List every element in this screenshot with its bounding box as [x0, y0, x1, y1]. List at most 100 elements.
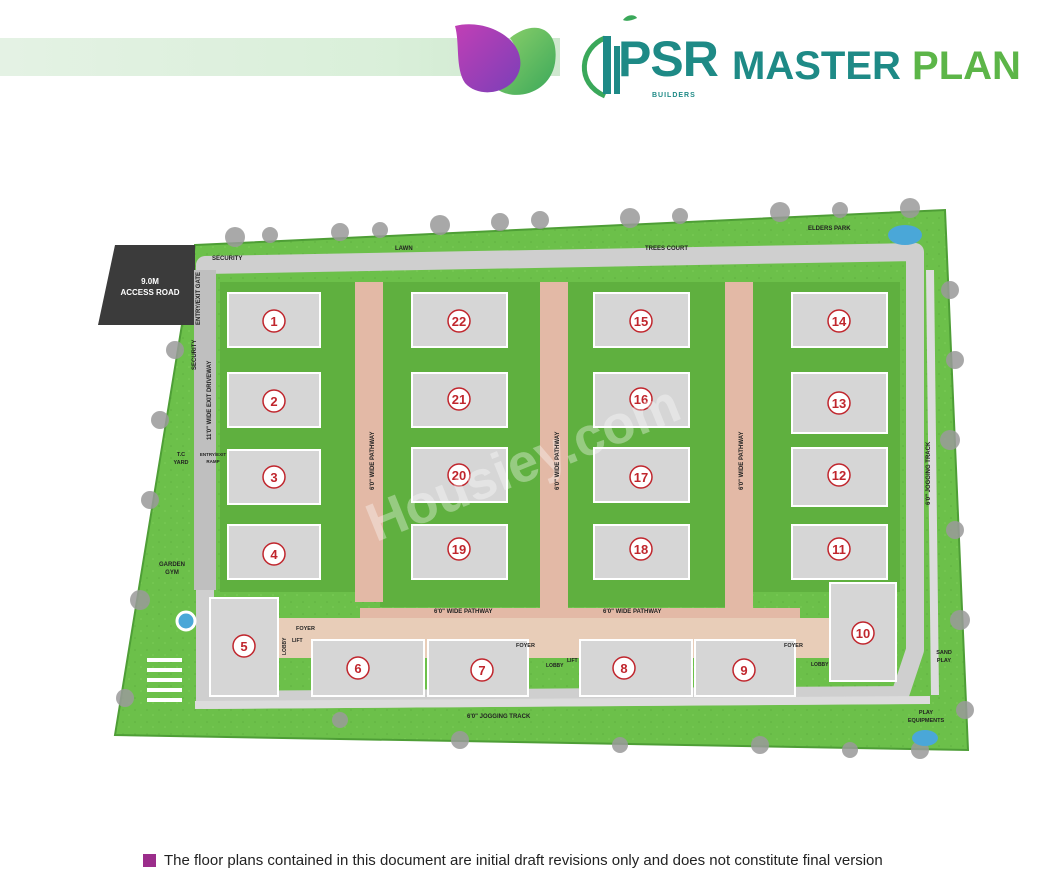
jogging-track-bottom [194, 696, 931, 709]
block-number-12: 12 [827, 463, 851, 487]
block-number-7: 7 [470, 658, 494, 682]
lobby-label-3: LOBBY [811, 662, 829, 668]
lobby-label-1: LOBBY [282, 637, 288, 655]
block-number-2: 2 [262, 389, 286, 413]
jogging-track-right-label: 6'0" JOGGING TRACK [926, 441, 932, 505]
garden-gym-label-1: GARDEN [159, 562, 185, 568]
block-numbers: 1 2 3 4 5 6 7 8 9 10 11 12 13 14 15 16 1… [232, 309, 875, 682]
svg-text:16: 16 [634, 392, 648, 407]
svg-text:4: 4 [270, 547, 278, 562]
access-road-label-1: 9.0M [141, 277, 159, 286]
disclaimer-text: The floor plans contained in this docume… [164, 852, 883, 869]
block-number-4: 4 [262, 542, 286, 566]
block-number-1: 1 [262, 309, 286, 333]
play-area-pool [912, 730, 938, 746]
pathway-vertical-1 [355, 282, 383, 602]
page-title: MASTER PLAN [732, 44, 1021, 89]
lobby-label-2: LOBBY [546, 663, 564, 669]
block-number-3: 3 [262, 465, 286, 489]
block-number-22: 22 [447, 309, 471, 333]
block-number-18: 18 [629, 537, 653, 561]
title-word-plan: PLAN [912, 44, 1021, 88]
svg-text:8: 8 [620, 661, 627, 676]
lift-label-2: LIFT [567, 658, 578, 664]
jogging-track-right [926, 269, 939, 696]
tc-yard-label-1: T.C [177, 452, 185, 458]
svg-text:6: 6 [354, 661, 361, 676]
block-number-21: 21 [447, 387, 471, 411]
svg-text:19: 19 [452, 542, 466, 557]
block-number-5: 5 [232, 634, 256, 658]
play-equipments-label-2: EQUIPMENTS [908, 718, 945, 724]
title-word-master: MASTER [732, 44, 901, 88]
brand-name: PSR [618, 31, 719, 87]
block-number-9: 9 [732, 658, 756, 682]
lift-label-1: LIFT [292, 638, 303, 644]
svg-text:18: 18 [634, 542, 648, 557]
block-number-13: 13 [827, 391, 851, 415]
block-number-16: 16 [629, 387, 653, 411]
sand-play-label-1: SAND [936, 650, 952, 656]
elders-park-pond [888, 225, 922, 245]
block-number-6: 6 [346, 656, 370, 680]
block-8 [579, 639, 693, 697]
master-plan-map: 9.0M ACCESS ROAD 1 2 3 4 5 6 [98, 198, 974, 759]
pathway-vertical-3 [725, 282, 753, 612]
block-14 [791, 292, 888, 348]
svg-text:10: 10 [856, 626, 870, 641]
svg-text:15: 15 [634, 314, 648, 329]
pathway-vertical-2 [540, 282, 568, 612]
jogging-track-bottom-label: 6'0" JOGGING TRACK [467, 714, 531, 720]
leaf-logo-icon [455, 15, 637, 99]
block-number-19: 19 [447, 537, 471, 561]
elders-park-label: ELDERS PARK [808, 226, 851, 232]
block-number-17: 17 [629, 465, 653, 489]
disclaimer-bullet-icon [143, 854, 156, 867]
block-number-11: 11 [827, 537, 851, 561]
svg-text:1: 1 [270, 314, 277, 329]
access-road [98, 245, 195, 325]
block-number-20: 20 [447, 463, 471, 487]
sand-play-label-2: PLAY [937, 658, 951, 664]
security-side-label: SECURITY [192, 340, 198, 370]
trees-court-label: TREES COURT [645, 246, 688, 252]
svg-text:21: 21 [452, 392, 466, 407]
pathway-vertical-2-label: 6'0" WIDE PATHWAY [555, 431, 561, 490]
foyer-label-1: FOYER [296, 626, 315, 632]
brand-subtitle: BUILDERS [652, 92, 696, 99]
pathway-vertical-3-label: 6'0" WIDE PATHWAY [739, 431, 745, 490]
svg-text:13: 13 [832, 396, 846, 411]
block-number-10: 10 [851, 621, 875, 645]
lawn-label: LAWN [395, 246, 413, 252]
garden-gym-equipment [147, 658, 182, 702]
disclaimer: The floor plans contained in this docume… [143, 852, 883, 869]
block-number-15: 15 [629, 309, 653, 333]
svg-text:3: 3 [270, 470, 277, 485]
block-number-14: 14 [827, 309, 851, 333]
svg-text:7: 7 [478, 663, 485, 678]
foyer-label-2: FOYER [516, 643, 535, 649]
pathway-vertical-1-label: 6'0" WIDE PATHWAY [370, 431, 376, 490]
entry-exit-ramp-label-2: RAMP [206, 459, 219, 464]
svg-text:12: 12 [832, 468, 846, 483]
tc-yard-label-2: YARD [173, 460, 188, 466]
svg-text:2: 2 [270, 394, 277, 409]
entry-exit-ramp-label-1: ENTRY/EXIT [200, 452, 227, 457]
block-21 [411, 372, 508, 428]
play-equipments-label-1: PLAY [919, 710, 933, 716]
security-top-label: SECURITY [212, 256, 242, 262]
svg-text:5: 5 [240, 639, 247, 654]
block-11 [791, 524, 888, 580]
svg-text:22: 22 [452, 314, 466, 329]
access-road-label-2: ACCESS ROAD [120, 288, 179, 297]
internal-road [196, 243, 924, 709]
pathway-horizontal-1-label: 6'0" WIDE PATHWAY [434, 609, 493, 615]
pathway-horizontal-2-label: 6'0" WIDE PATHWAY [603, 609, 662, 615]
svg-text:11: 11 [832, 542, 846, 557]
svg-text:14: 14 [832, 314, 847, 329]
block-number-8: 8 [612, 656, 636, 680]
entry-exit-gate-label: ENTRY/EXIT GATE [196, 272, 202, 325]
block-22 [411, 292, 508, 348]
fountain [175, 610, 197, 632]
perimeter-trees [116, 198, 974, 759]
